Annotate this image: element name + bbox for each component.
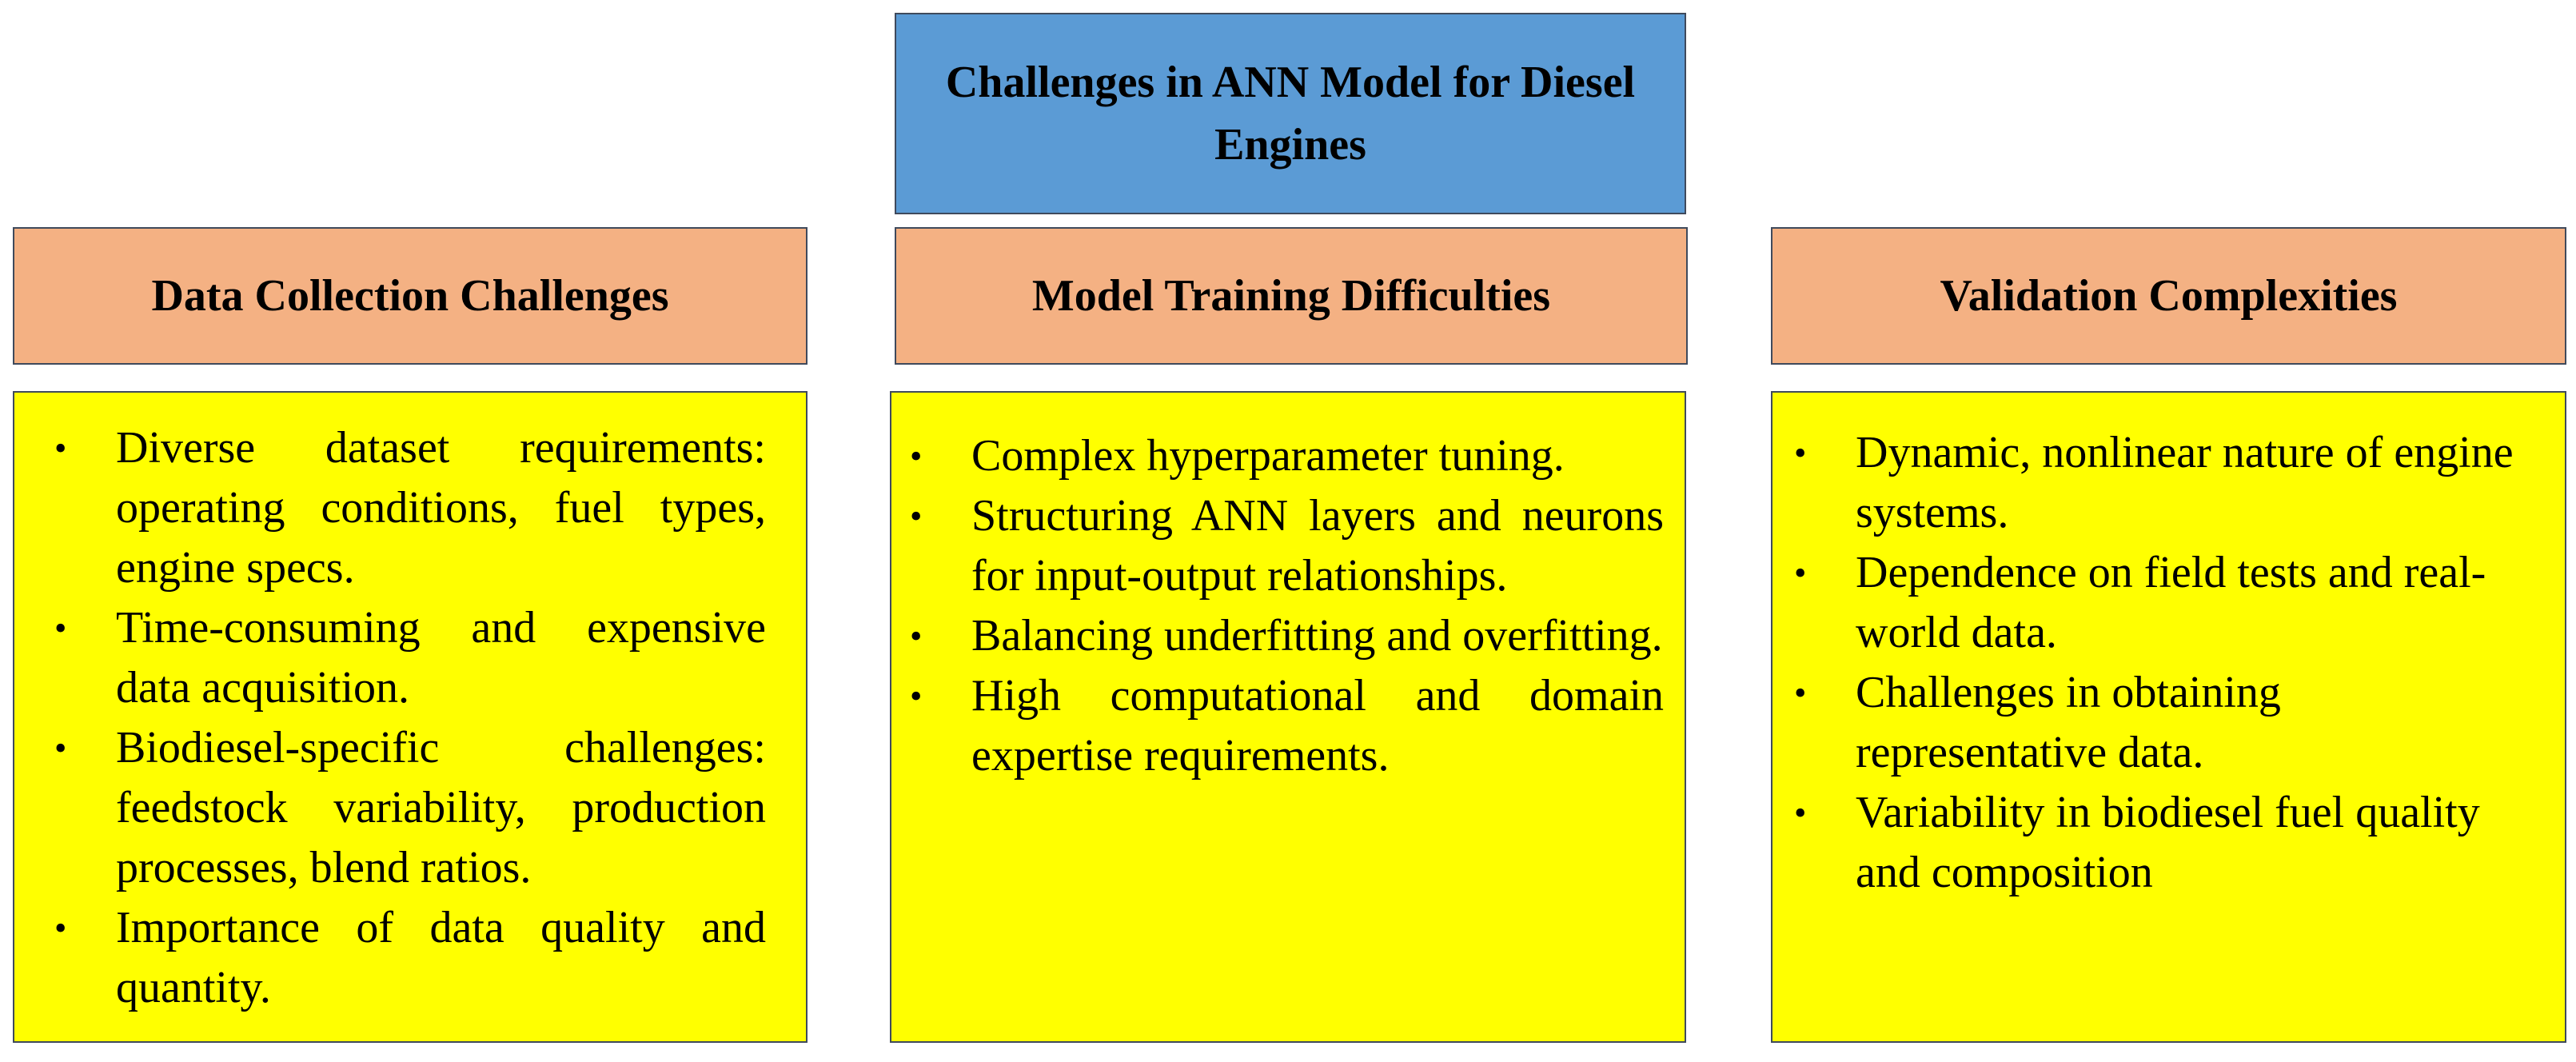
list-item: • High computational and domain expertise… (910, 666, 1664, 786)
list-item: • Variability in biodiesel fuel quality a… (1794, 783, 2533, 903)
bullet-icon: • (910, 497, 923, 536)
list-item: • Complex hyperparameter tuning. (910, 426, 1664, 486)
bullet-icon: • (910, 437, 923, 476)
header-label: Model Training Difficulties (1031, 271, 1551, 321)
bullet-icon: • (910, 617, 923, 656)
bullet-icon: • (1794, 673, 1807, 713)
bullet-text: Complex hyperparameter tuning. (971, 431, 1565, 481)
bullet-text: High computational and domain expertise … (971, 671, 1664, 781)
list-item: • Structuring ANN layers and neurons for … (910, 486, 1664, 606)
bullet-icon: • (1794, 433, 1807, 473)
content-model-training: • Complex hyperparameter tuning. • Structu… (890, 391, 1686, 1043)
header-data-collection: Data Collection Challenges (13, 227, 807, 365)
bullet-text: Challenges in obtaining representative d… (1856, 668, 2281, 777)
bullet-text: Time-consuming and expensive data acquis… (116, 603, 766, 713)
list-item: • Importance of data quality and quantity… (54, 898, 766, 1018)
header-label: Data Collection Challenges (151, 271, 669, 321)
list-item: • Dependence on field tests and real-worl… (1794, 543, 2533, 663)
content-validation: • Dynamic, nonlinear nature of engine sys… (1771, 391, 2566, 1043)
bullet-text: Importance of data quality and quantity. (116, 903, 766, 1012)
list-item: • Balancing underfitting and overfitting. (910, 606, 1664, 666)
bullet-text: Biodiesel-specific challenges: feedstock… (116, 723, 766, 892)
bullet-text: Dynamic, nonlinear nature of engine syst… (1856, 428, 2514, 537)
diagram-title: Challenges in ANN Model for Diesel Engin… (945, 58, 1636, 170)
bullet-icon: • (54, 609, 67, 648)
bullet-text: Dependence on field tests and real-world… (1856, 548, 2486, 657)
bullet-icon: • (1794, 793, 1807, 832)
bullet-icon: • (1794, 553, 1807, 593)
diagram-title-box: Challenges in ANN Model for Diesel Engin… (895, 13, 1686, 214)
bullet-text: Variability in biodiesel fuel quality an… (1856, 788, 2480, 897)
bullet-list: • Complex hyperparameter tuning. • Structu… (910, 426, 1664, 786)
bullet-icon: • (54, 429, 67, 468)
bullet-text: Structuring ANN layers and neurons for i… (971, 491, 1664, 601)
header-model-training: Model Training Difficulties (895, 227, 1688, 365)
list-item: • Challenges in obtaining representative … (1794, 663, 2533, 783)
header-label: Validation Complexities (1940, 271, 2398, 321)
content-data-collection: • Diverse dataset requirements: operating… (13, 391, 807, 1043)
bullet-list: • Dynamic, nonlinear nature of engine sys… (1794, 423, 2533, 903)
list-item: • Biodiesel-specific challenges: feedstoc… (54, 718, 766, 898)
bullet-icon: • (910, 677, 923, 716)
bullet-list: • Diverse dataset requirements: operating… (54, 418, 766, 1018)
bullet-icon: • (54, 908, 67, 948)
list-item: • Time-consuming and expensive data acqui… (54, 598, 766, 718)
bullet-text: Diverse dataset requirements: operating … (116, 423, 766, 593)
list-item: • Dynamic, nonlinear nature of engine sys… (1794, 423, 2533, 543)
bullet-icon: • (54, 729, 67, 768)
bullet-text: Balancing underfitting and overfitting. (971, 611, 1663, 661)
header-validation: Validation Complexities (1771, 227, 2566, 365)
list-item: • Diverse dataset requirements: operating… (54, 418, 766, 598)
